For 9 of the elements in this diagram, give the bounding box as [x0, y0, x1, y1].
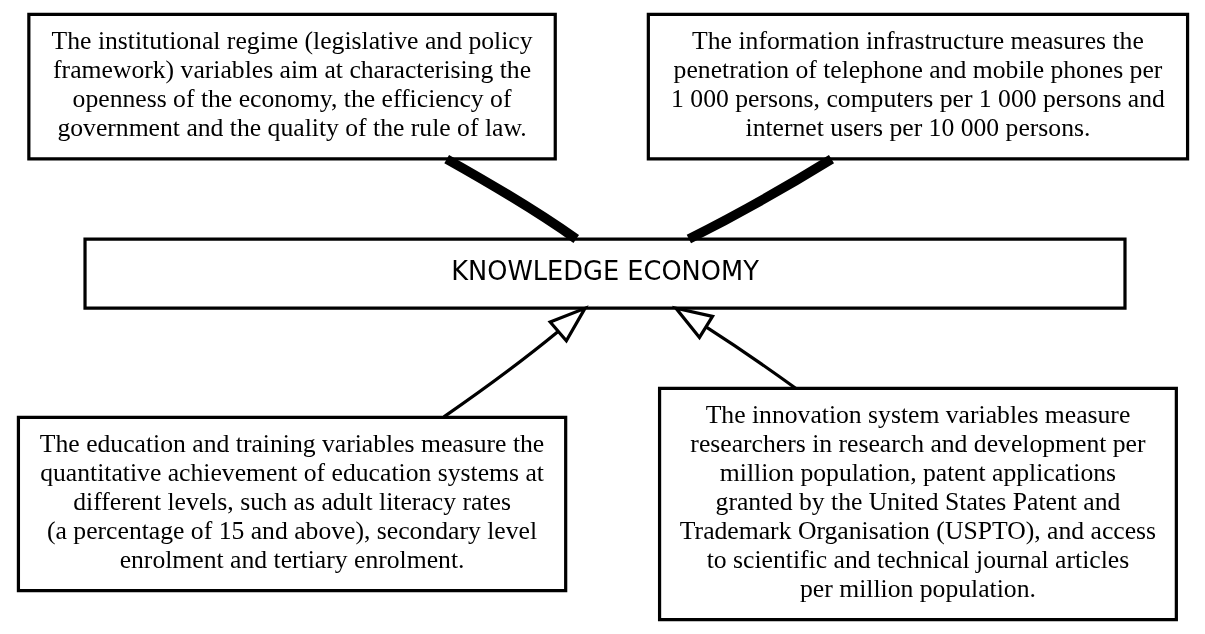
node-box: The education and training variables measure the quantitative achievement of education systems at different levels, such as adult literacy rates (a percentage of 15 and above), secondary level enrolment and tertiary enrolment.: [16, 415, 567, 593]
node-box: The information infrastructure measures the penetration of telephone and mobile phones per 1 000 persons, computers per 1 000 persons and internet users per 10 000 persons.: [646, 12, 1189, 161]
connector: [686, 154, 834, 244]
connector: [443, 154, 579, 243]
node-box: KNOWLEDGE ECONOMY: [82, 237, 1127, 310]
arrow: [671, 305, 797, 390]
arrow: [442, 305, 589, 419]
node-box: The innovation system variables measure researchers in research and development per million population, patent applications granted by the United States Patent and Trademark Organisation (USPTO), and access to scientific and technical journal articles per million population.: [657, 386, 1178, 622]
node-box: The institutional regime (legislative and policy framework) variables aim at characterising the openness of the economy, the efficiency of government and the quality of the rule of law.: [26, 12, 557, 161]
